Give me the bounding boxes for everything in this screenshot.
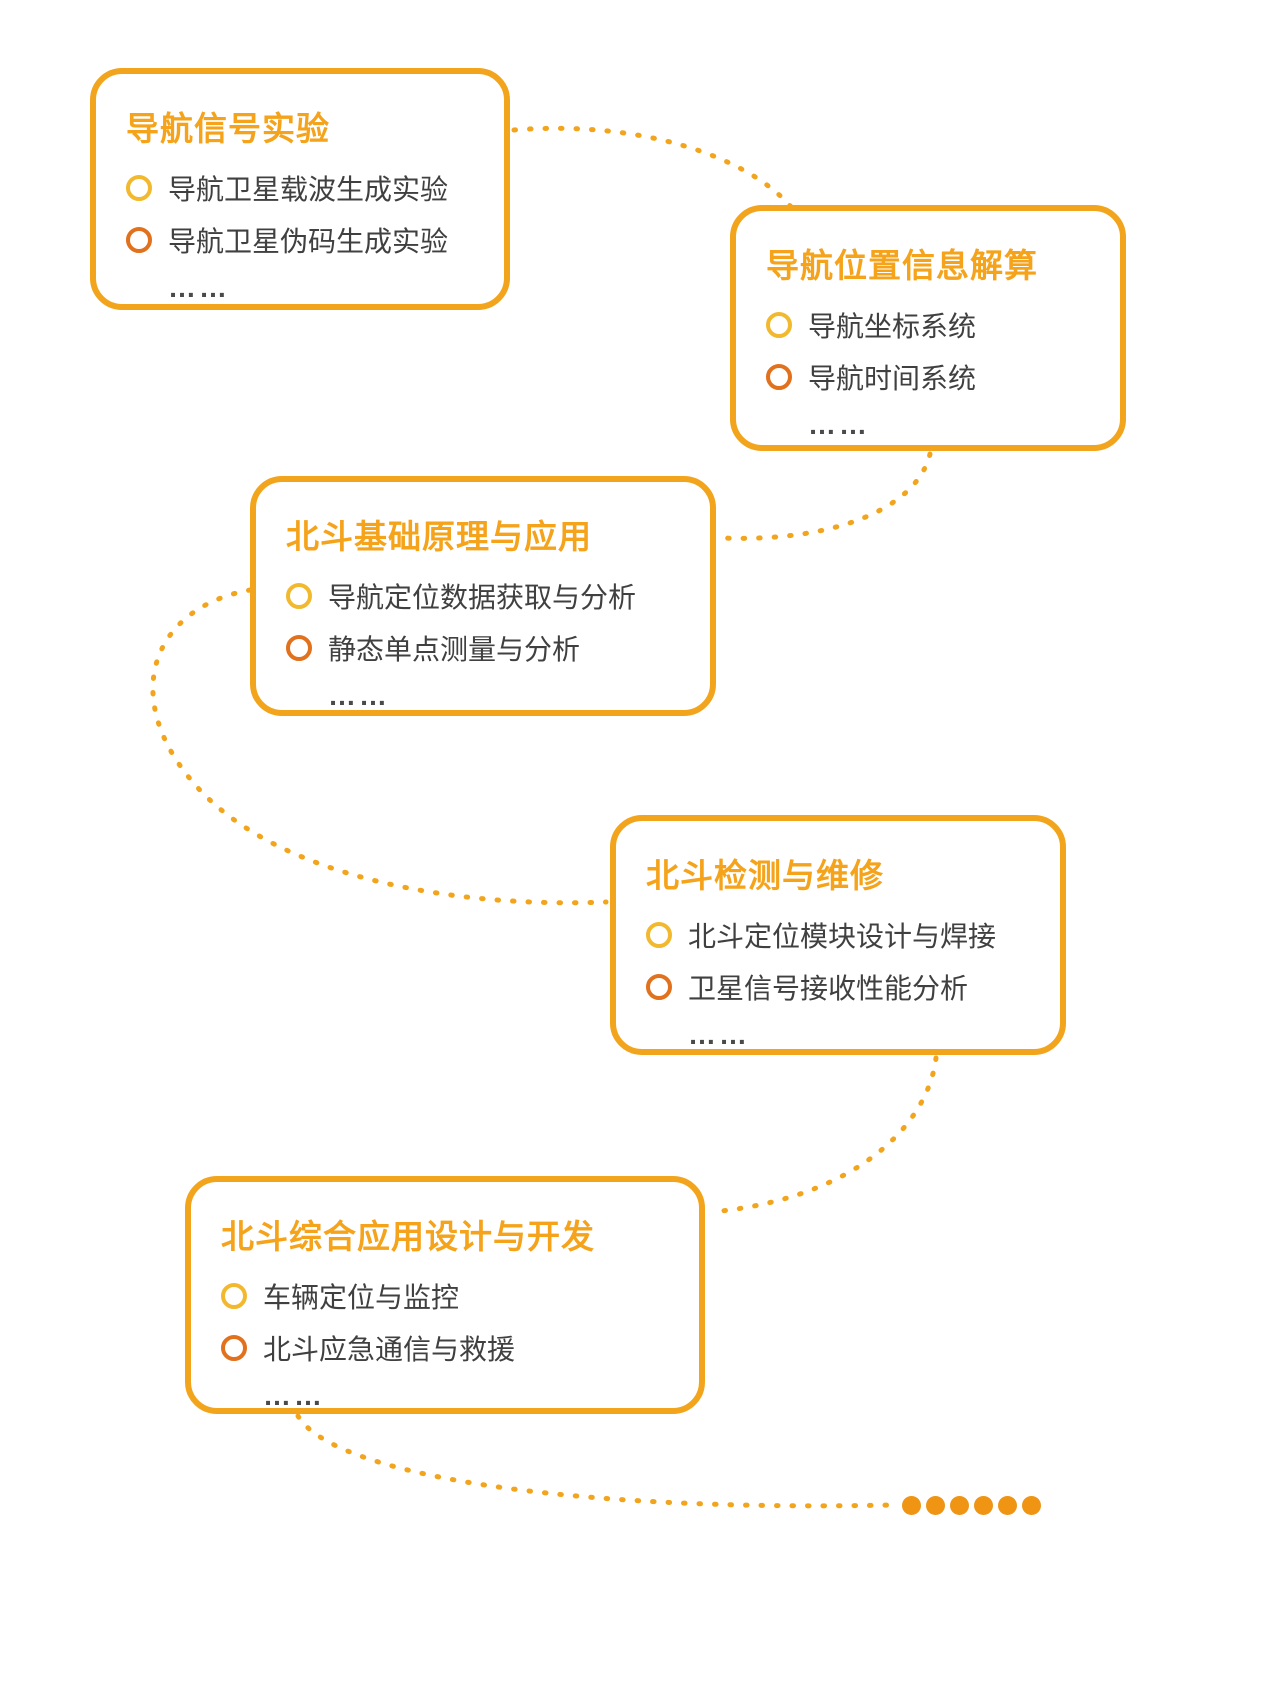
course-box-beidou-principles: 北斗基础原理与应用 导航定位数据获取与分析 静态单点测量与分析 …… xyxy=(250,476,716,716)
connector-box5-to-dots xyxy=(295,1413,895,1509)
box-title: 北斗基础原理与应用 xyxy=(286,518,592,555)
dot-icon xyxy=(926,1496,945,1515)
dot-icon xyxy=(974,1496,993,1515)
course-item: 北斗应急通信与救援 xyxy=(221,1328,669,1368)
bullet-ring-yellow-icon xyxy=(766,312,792,338)
connector-box4-to-box5 xyxy=(709,1055,939,1215)
course-item-label: 导航卫星载波生成实验 xyxy=(168,174,449,205)
bullet-ring-orange-icon xyxy=(221,1335,247,1361)
more-items-ellipsis: …… xyxy=(688,1019,750,1050)
bullet-ring-orange-icon xyxy=(286,635,312,661)
course-item-label: 导航卫星伪码生成实验 xyxy=(168,226,449,257)
course-box-signal-experiment: 导航信号实验 导航卫星载波生成实验 导航卫星伪码生成实验 …… xyxy=(90,68,510,310)
course-box-testing-maintenance: 北斗检测与维修 北斗定位模块设计与焊接 卫星信号接收性能分析 …… xyxy=(610,815,1066,1055)
connector-box2-to-box3 xyxy=(719,451,933,541)
bullet-ring-orange-icon xyxy=(646,974,672,1000)
course-item-label: 车辆定位与监控 xyxy=(263,1282,460,1313)
more-items-ellipsis: …… xyxy=(808,409,870,440)
course-item-label: 导航坐标系统 xyxy=(808,311,977,342)
more-items-ellipsis: …… xyxy=(168,272,230,303)
trailing-dots xyxy=(902,1496,1041,1515)
bullet-ring-orange-icon xyxy=(126,227,152,253)
course-item-label: 北斗应急通信与救援 xyxy=(263,1334,516,1365)
course-item: 北斗定位模块设计与焊接 xyxy=(646,915,1030,955)
course-item-label: 导航时间系统 xyxy=(808,363,977,394)
course-item-label: 静态单点测量与分析 xyxy=(328,634,581,665)
dot-icon xyxy=(1022,1496,1041,1515)
course-item: 静态单点测量与分析 xyxy=(286,628,680,668)
course-item-label: 卫星信号接收性能分析 xyxy=(688,973,969,1004)
course-item: 导航坐标系统 xyxy=(766,305,1090,345)
bullet-ring-orange-icon xyxy=(766,364,792,390)
course-box-application-development: 北斗综合应用设计与开发 车辆定位与监控 北斗应急通信与救援 …… xyxy=(185,1176,705,1414)
box-title: 北斗检测与维修 xyxy=(646,857,884,894)
course-item: 导航卫星伪码生成实验 xyxy=(126,220,474,260)
dot-icon xyxy=(998,1496,1017,1515)
course-item: 卫星信号接收性能分析 xyxy=(646,967,1030,1007)
course-item-label: 导航定位数据获取与分析 xyxy=(328,582,637,613)
more-items-ellipsis: …… xyxy=(328,680,390,711)
box-title: 导航信号实验 xyxy=(126,110,330,147)
dot-icon xyxy=(902,1496,921,1515)
course-item: 车辆定位与监控 xyxy=(221,1276,669,1316)
dot-icon xyxy=(950,1496,969,1515)
box-title: 北斗综合应用设计与开发 xyxy=(221,1218,595,1255)
bullet-ring-yellow-icon xyxy=(646,922,672,948)
course-item-label: 北斗定位模块设计与焊接 xyxy=(688,921,997,952)
more-items-ellipsis: …… xyxy=(263,1380,325,1411)
bullet-ring-yellow-icon xyxy=(286,583,312,609)
connector-box1-to-box2 xyxy=(511,125,795,211)
course-item: 导航卫星载波生成实验 xyxy=(126,168,474,208)
bullet-ring-yellow-icon xyxy=(126,175,152,201)
course-item: 导航时间系统 xyxy=(766,357,1090,397)
bullet-ring-yellow-icon xyxy=(221,1283,247,1309)
course-box-position-solution: 导航位置信息解算 导航坐标系统 导航时间系统 …… xyxy=(730,205,1126,451)
course-item: 导航定位数据获取与分析 xyxy=(286,576,680,616)
box-title: 导航位置信息解算 xyxy=(766,247,1038,284)
